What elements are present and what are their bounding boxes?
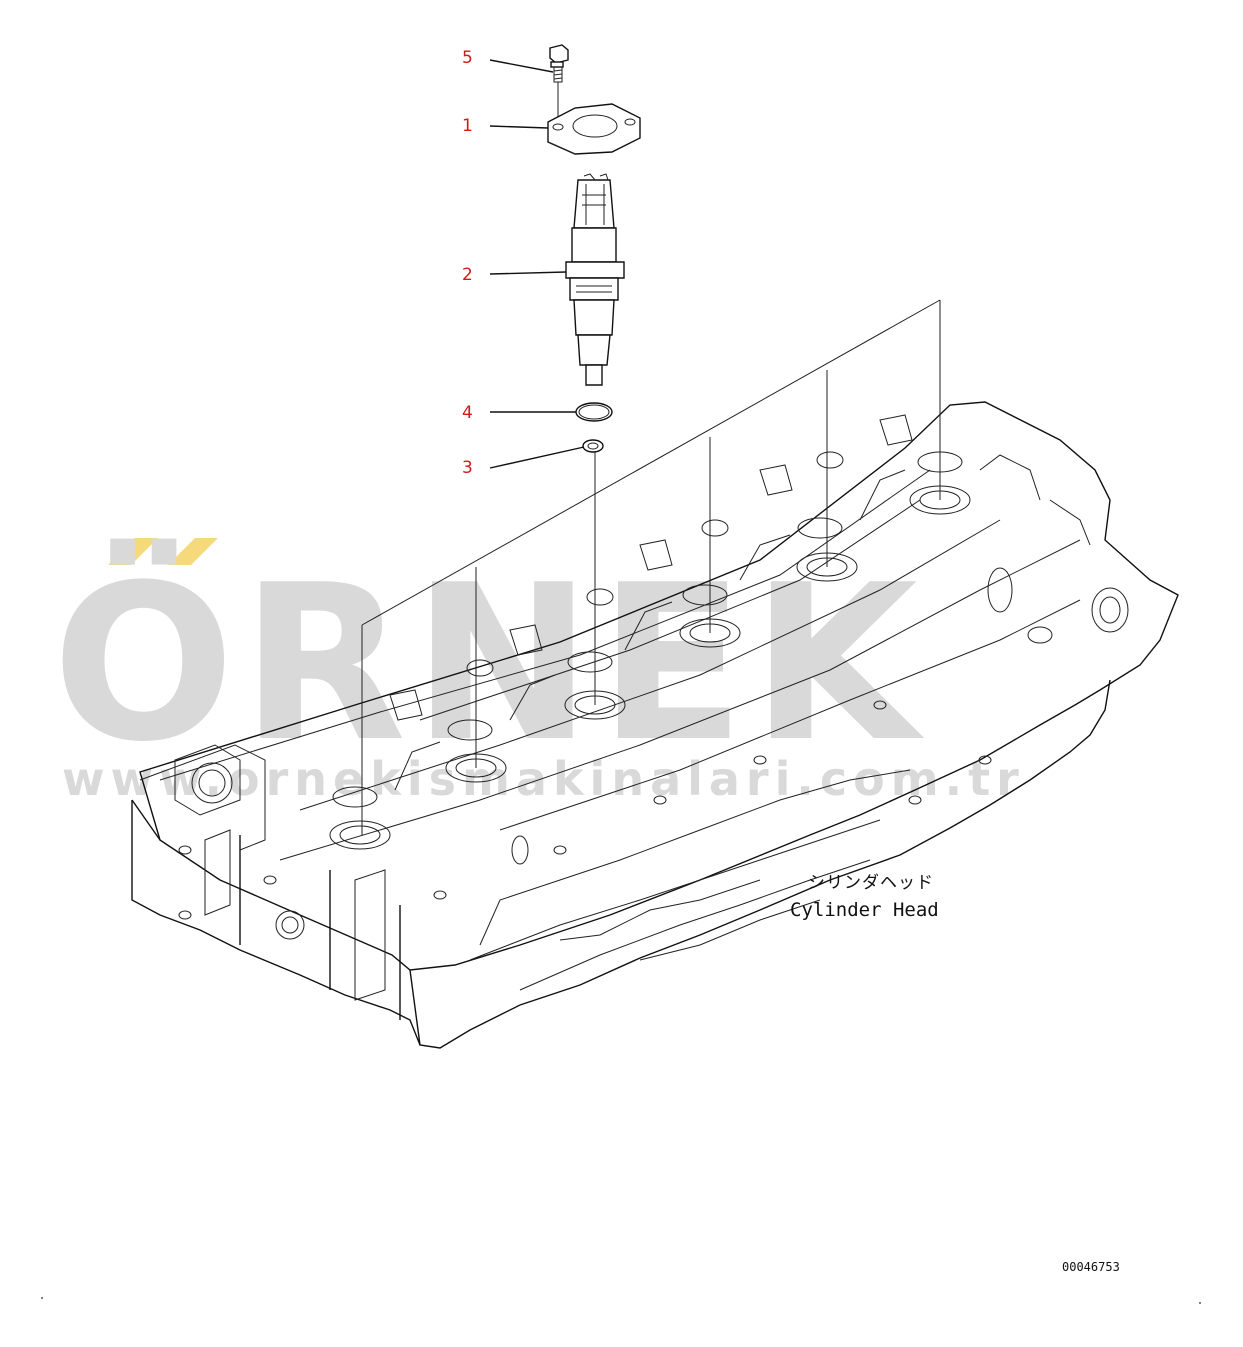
clamp-part: [547, 103, 641, 155]
corner-mark-left: [41, 1297, 43, 1299]
washer-part: [582, 439, 604, 453]
bolt-part: [549, 44, 569, 118]
corner-mark-right: [1199, 1302, 1201, 1304]
callout-injector: 2: [462, 265, 473, 285]
drawing-number: 00046753: [1062, 1260, 1120, 1274]
callout-bolt: 5: [462, 48, 473, 68]
watermark-word: ÖRNEK: [52, 538, 925, 789]
callout-washer: 3: [462, 458, 473, 478]
callout-clamp: 1: [462, 116, 473, 136]
cylinder-head: [131, 401, 1179, 1049]
label-english: Cylinder Head: [790, 899, 939, 921]
watermark-url: www.ornekismakinalari.com.tr: [62, 752, 1025, 806]
label-japanese: シリンダヘッド: [808, 873, 934, 893]
callout-leaders: [489, 59, 585, 469]
watermark: ÖRNEK www.ornekismakinalari.com.tr: [52, 538, 1025, 806]
assembly-leader-lines: [361, 299, 941, 835]
injector-part: [565, 173, 625, 386]
o-ring-part: [575, 402, 613, 422]
watermark-accent-left: [108, 538, 158, 565]
callout-o-ring: 4: [462, 403, 473, 423]
bolt-holes: [178, 451, 1129, 920]
watermark-accent-right: [168, 538, 218, 565]
